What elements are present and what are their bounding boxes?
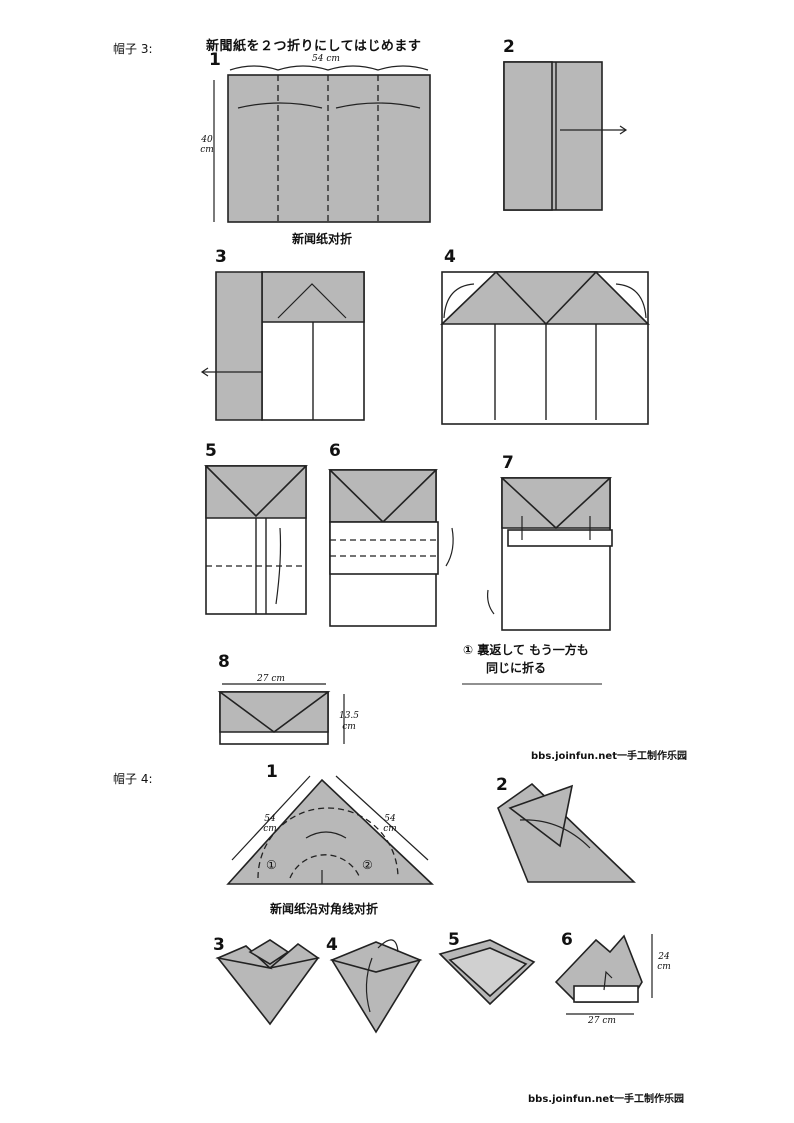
hat4-credit: bbs.joinfun.net一手工制作乐园	[528, 1094, 684, 1105]
hat3-dim-height: 40 cm	[200, 135, 214, 155]
hat3-dim-height-8: 13.5 cm	[338, 711, 360, 732]
hat3-step6-figure	[328, 469, 454, 627]
hat3-step-4: 4	[444, 247, 456, 267]
hat3-dim-width: 54 cm	[312, 54, 340, 64]
hat3-caption: 新闻纸对折	[292, 232, 353, 246]
hat4-step-3: 3	[213, 935, 225, 955]
hat3-step7-figure	[487, 477, 613, 631]
hat4-step5-figure	[438, 939, 536, 1006]
hat3-step-8: 8	[218, 652, 230, 672]
hat4-dim-right: 54 cm	[383, 814, 397, 834]
hat3-step-6: 6	[329, 441, 341, 461]
hat4-dim-width-6: 27 cm	[588, 1016, 616, 1026]
hat4-caption: 新闻纸沿对角线对折	[270, 902, 379, 916]
hat4-step-2: 2	[496, 775, 508, 795]
hat4-step6-figure	[554, 934, 653, 1015]
hat3-step-1: 1	[209, 50, 221, 70]
hat3-step5-figure	[204, 465, 308, 615]
hat3-note-line1: ① 裏返して もう一方も	[463, 643, 589, 657]
hat3-note-line2: 同じに折る	[486, 661, 547, 675]
hat3-step-7: 7	[502, 453, 514, 473]
hat3-step2-figure	[503, 61, 628, 211]
hat4-dim-left: 54 cm	[263, 814, 277, 834]
hat4-circle-2: ②	[362, 858, 373, 872]
hat3-step3-figure	[200, 271, 365, 421]
hat3-step4-figure	[440, 271, 650, 425]
hat3-label: 帽子 3:	[113, 42, 153, 56]
hat4-step-6: 6	[561, 930, 573, 950]
hat4-step-4: 4	[326, 935, 338, 955]
hat3-step8-figure	[217, 683, 345, 745]
hat4-step2-figure	[497, 782, 636, 883]
hat3-dim-width-8: 27 cm	[257, 674, 285, 684]
hat3-step1-figure	[213, 65, 431, 223]
hat4-dim-height-6: 24 cm	[657, 952, 671, 972]
hat4-circle-1: ①	[266, 858, 277, 872]
hat3-step-2: 2	[503, 37, 515, 57]
hat3-credit: bbs.joinfun.net一手工制作乐园	[531, 751, 687, 762]
hat4-step1-figure	[226, 775, 435, 885]
hat4-step4-figure	[329, 939, 423, 1034]
hat3-title-jp: 新聞紙を２つ折りにしてはじめます	[206, 39, 422, 54]
hat4-label: 帽子 4:	[113, 772, 153, 786]
hat4-step-5: 5	[448, 930, 460, 950]
hat4-step3-figure	[215, 939, 320, 1026]
hat3-step-5: 5	[205, 441, 217, 461]
hat4-step-1: 1	[266, 762, 278, 782]
hat3-step-3: 3	[215, 247, 227, 267]
